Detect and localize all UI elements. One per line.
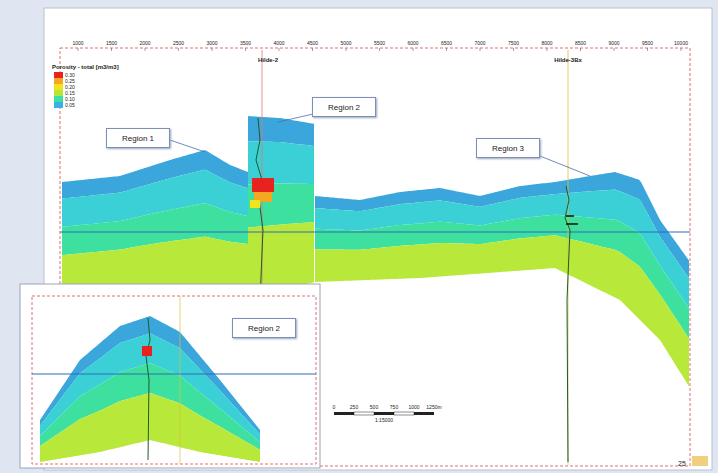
callout-box: Region 2	[232, 318, 296, 338]
scale-number: 500	[370, 405, 378, 410]
callout-text: Region 2	[328, 103, 360, 112]
porosity-band	[555, 235, 689, 386]
porosity-cell	[250, 200, 260, 208]
porosity-band	[40, 393, 260, 462]
axis-number: 9500	[642, 41, 653, 46]
axis-number: 6000	[407, 41, 418, 46]
scale-number: 250	[350, 405, 358, 410]
axis-number: 3000	[206, 41, 217, 46]
axis-number: 1500	[106, 41, 117, 46]
well-log	[146, 318, 150, 460]
axis-number: 2500	[173, 41, 184, 46]
well-name: Hilde-2	[258, 57, 278, 63]
legend-swatch	[54, 102, 63, 108]
page-tab	[692, 456, 708, 466]
legend: 0.300.250.200.150.100.05	[54, 72, 75, 108]
legend-text: 0.05	[65, 103, 75, 108]
axis-number: 10000	[674, 41, 688, 46]
page-number: 25	[678, 460, 686, 467]
scale-number: 750	[390, 405, 398, 410]
scale-number: 0	[333, 405, 336, 410]
porosity-cell	[252, 178, 274, 192]
axis-number: 8500	[575, 41, 586, 46]
legend-text: 0.10	[65, 97, 75, 102]
axis-ticks	[78, 48, 681, 51]
callout-box: Region 2	[312, 97, 376, 117]
legend-text: 0.15	[65, 91, 75, 96]
axis-number: 4500	[307, 41, 318, 46]
axis-number: 7500	[508, 41, 519, 46]
legend-text: 0.20	[65, 85, 75, 90]
log-spike	[566, 216, 578, 224]
axis-number: 7000	[474, 41, 485, 46]
scale-bar	[334, 412, 434, 415]
axis-number: 4000	[273, 41, 284, 46]
porosity-cell	[142, 346, 152, 356]
horizon-line	[60, 232, 690, 233]
callout-text: Region 3	[492, 144, 524, 153]
well-trace	[180, 296, 181, 464]
callout-text: Region 1	[122, 134, 154, 143]
axis-number: 8000	[541, 41, 552, 46]
legend-text: 0.30	[65, 73, 75, 78]
legend-title: Porosity - total [m3/m3]	[52, 64, 119, 70]
inset-panel	[20, 284, 320, 468]
axis-number: 1000	[72, 41, 83, 46]
callout-text: Region 2	[248, 324, 280, 333]
scale-ratio: 1:15000	[375, 418, 393, 423]
scale-number: 1000	[408, 405, 419, 410]
callout-box: Region 1	[106, 128, 170, 148]
axis-number: 5000	[340, 41, 351, 46]
inset-frame	[32, 296, 316, 464]
porosity-band	[315, 235, 555, 282]
legend-text: 0.25	[65, 79, 75, 84]
legend-row: 0.05	[54, 102, 75, 108]
horizon-line	[32, 374, 316, 375]
axis-number: 3500	[240, 41, 251, 46]
axis-number: 9000	[608, 41, 619, 46]
well-name: Hilde-3Bx	[554, 57, 582, 63]
axis-number: 6500	[441, 41, 452, 46]
axis-number: 5500	[374, 41, 385, 46]
well-log	[565, 186, 570, 462]
scale-number: 1250m	[426, 405, 441, 410]
axis-number: 2000	[139, 41, 150, 46]
porosity-band	[248, 141, 314, 184]
callout-box: Region 3	[476, 138, 540, 158]
